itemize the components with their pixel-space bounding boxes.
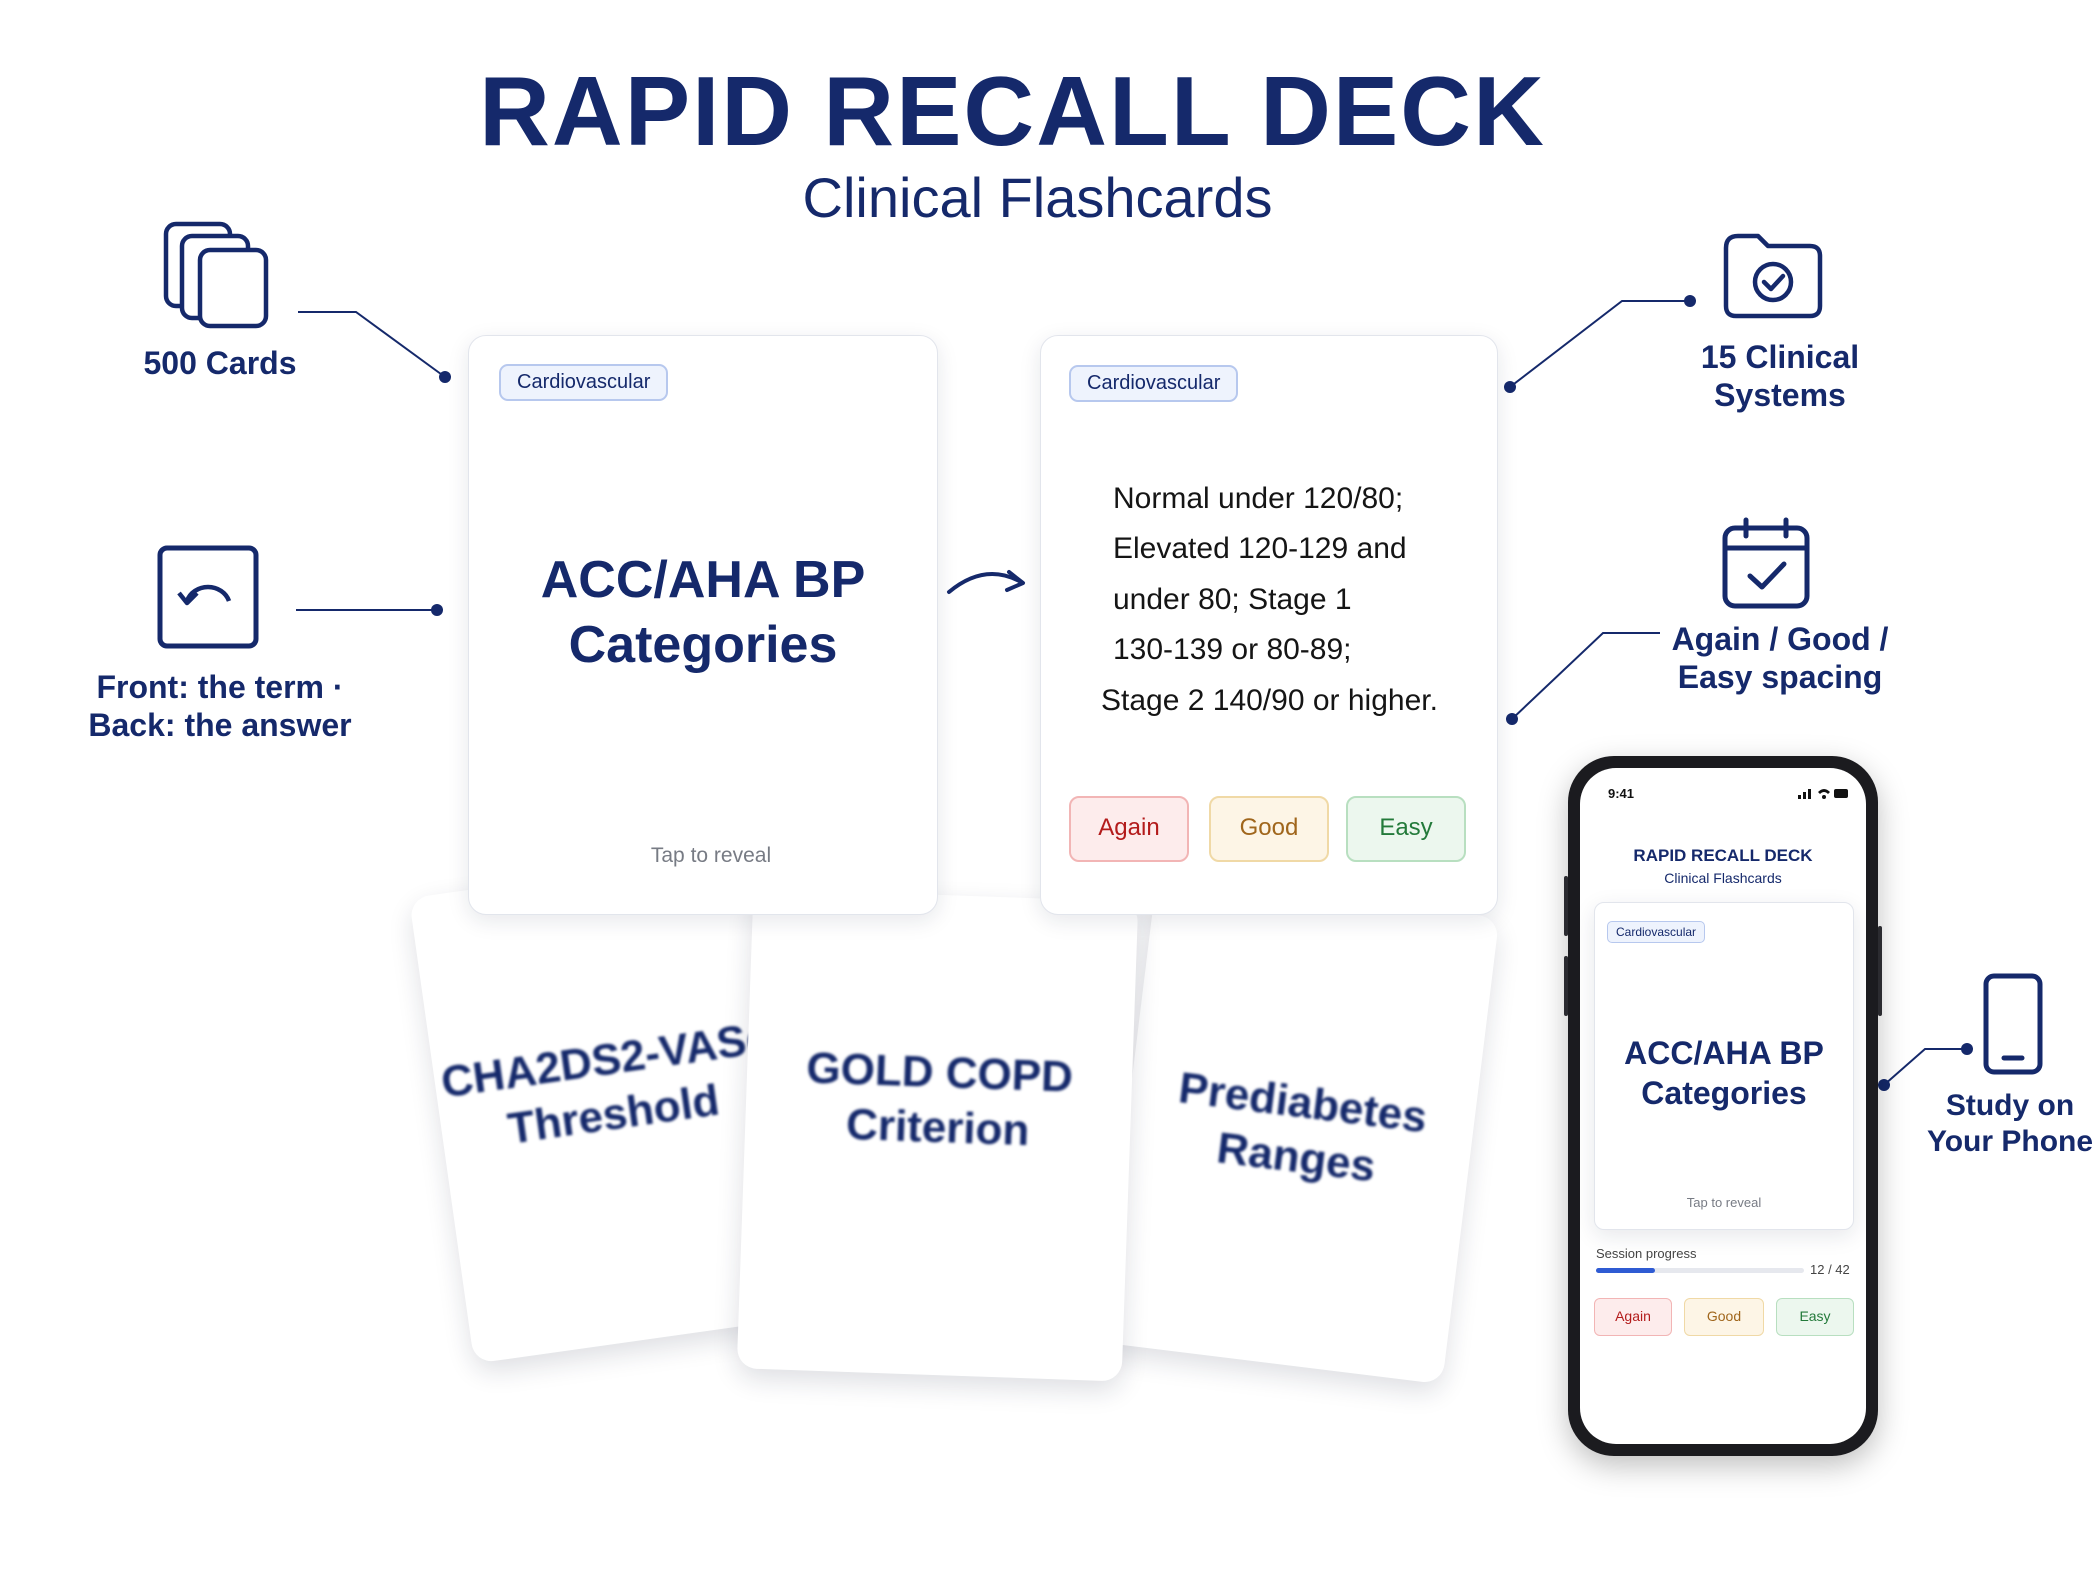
feature-front-back: Front: the term · Back: the answer — [70, 668, 370, 745]
front-card[interactable]: Cardiovascular ACC/AHA BP Categories Tap… — [468, 335, 938, 915]
progress-fill — [1596, 1268, 1656, 1273]
connector-phone — [1883, 1048, 1967, 1086]
front-card-term-line1: ACC/AHA BP — [540, 551, 866, 609]
tap-to-reveal-hint: Tap to reveal — [1686, 1195, 1762, 1210]
connector-dot — [1504, 381, 1516, 393]
progress-count: 12 / 42 — [1810, 1262, 1850, 1277]
page-subtitle: Clinical Flashcards — [802, 166, 1273, 229]
connector-dot — [1961, 1043, 1973, 1055]
phone-app-title: RAPID RECALL DECK — [1633, 846, 1813, 865]
connector-dot — [1506, 713, 1518, 725]
category-tag: Cardiovascular — [1069, 365, 1239, 402]
connector-dot — [439, 371, 451, 383]
connector-spacing — [1511, 632, 1660, 720]
phone-easy-button[interactable]: Easy — [1776, 1298, 1854, 1336]
phone-app-subtitle: Clinical Flashcards — [1664, 870, 1782, 886]
phone-card-term-line2: Categories — [1641, 1075, 1807, 1111]
feature-front-back-line2: Back: the answer — [88, 707, 352, 744]
status-icons — [1798, 786, 1850, 805]
phone-card-term-line1: ACC/AHA BP — [1624, 1035, 1824, 1071]
phone-good-button[interactable]: Good — [1684, 1298, 1764, 1336]
feature-phone: Study on Your Phone — [1920, 1088, 2100, 1160]
back-card[interactable]: Cardiovascular Normal under 120/80; Elev… — [1040, 335, 1498, 915]
feature-phone-line1: Study on — [1945, 1089, 2075, 1122]
answer-line: Normal under 120/80; — [1113, 482, 1404, 515]
connector-cards — [298, 311, 446, 378]
smartphone-icon — [1982, 972, 2044, 1076]
phone-mockup: 9:41 RAPID RECALL DECK Clinical Flashcar… — [1564, 756, 1882, 1456]
progress-track — [1596, 1268, 1804, 1273]
phone-again-button[interactable]: Again — [1594, 1298, 1672, 1336]
stack-card-gold-copd[interactable]: GOLD COPD Criterion — [736, 888, 1139, 1382]
connector-systems — [1509, 300, 1690, 388]
answer-line: 130-139 or 80-89; — [1113, 633, 1352, 667]
status-time: 9:41 — [1608, 786, 1635, 801]
feature-phone-line2: Your Phone — [1926, 1125, 2094, 1158]
easy-button[interactable]: Easy — [1346, 796, 1466, 862]
flip-arrow-icon — [157, 545, 259, 649]
again-button[interactable]: Again — [1069, 796, 1189, 862]
phone-screen: 9:41 RAPID RECALL DECK Clinical Flashcar… — [1580, 768, 1866, 1444]
answer-line: Stage 2 140/90 or higher. — [1101, 683, 1438, 717]
phone-side-button — [1878, 926, 1882, 1016]
feature-front-back-line1: Front: the term · — [96, 669, 344, 705]
feature-cards-count: 500 Cards — [143, 345, 297, 381]
answer-line: Elevated 120-129 and — [1113, 532, 1407, 566]
category-tag: Cardiovascular — [499, 364, 669, 401]
good-button[interactable]: Good — [1209, 796, 1329, 862]
stacked-cards-icon — [160, 220, 276, 330]
back-card-answer: Normal under 120/80; Elevated 120-129 an… — [1041, 474, 1497, 726]
stack-card-prediabetes[interactable]: Prediabetes Ranges — [1099, 875, 1500, 1385]
feature-clinical-systems: 15 Clinical Systems — [1640, 338, 1920, 415]
connector-dot — [1878, 1079, 1890, 1091]
connector-dot — [1684, 295, 1696, 307]
phone-side-button — [1564, 956, 1568, 1016]
folder-check-icon — [1720, 226, 1826, 322]
connector-dot — [431, 604, 443, 616]
feature-systems-line1: 15 Clinical — [1700, 339, 1860, 375]
feature-systems-line2: Systems — [1714, 377, 1846, 414]
feature-spacing-line1: Again / Good / — [1671, 621, 1889, 657]
feature-spacing-line2: Easy spacing — [1677, 659, 1883, 696]
front-card-term-line2: Categories — [568, 616, 838, 674]
page-title: RAPID RECALL DECK — [479, 56, 1546, 166]
curved-arrow-icon — [945, 558, 1031, 602]
category-tag: Cardiovascular — [1607, 921, 1706, 943]
phone-flashcard[interactable]: Cardiovascular ACC/AHA BP Categories Tap… — [1594, 902, 1854, 1230]
feature-spacing: Again / Good / Easy spacing — [1640, 620, 1920, 697]
calendar-check-icon — [1720, 516, 1812, 612]
answer-line: under 80; Stage 1 — [1113, 582, 1352, 616]
progress-label: Session progress — [1596, 1246, 1697, 1261]
phone-side-button — [1564, 876, 1568, 936]
tap-to-reveal-hint: Tap to reveal — [650, 844, 772, 867]
